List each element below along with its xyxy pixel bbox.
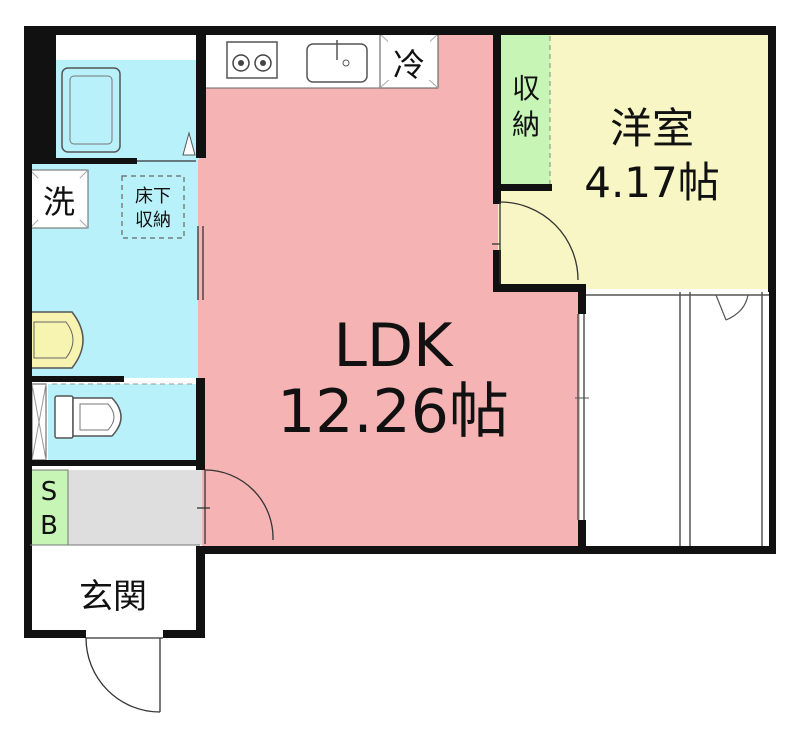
ldk-extension [198, 158, 208, 550]
toilet-tank [54, 395, 74, 439]
fridge-label: 冷 [393, 46, 425, 84]
underfloor-storage [121, 175, 185, 239]
ldk-area: 12.26帖 [277, 377, 509, 447]
shoebox-label-line1: S [41, 477, 58, 507]
storage-label-line1: 収 [512, 72, 540, 105]
western-room-name: 洋室 [610, 104, 694, 153]
doors [85, 160, 579, 713]
underfloor-label-line2: 収納 [135, 210, 171, 231]
western-room-area: 4.17帖 [584, 158, 720, 207]
bath-door-mark [182, 131, 196, 156]
storage-room [500, 34, 550, 186]
balcony-hatch-door [715, 294, 749, 321]
ldk-name: LDK [334, 311, 455, 381]
shoebox-label-line2: B [40, 511, 58, 541]
walls [24, 26, 776, 638]
entrance-label: 玄関 [79, 577, 147, 617]
laundry-label: 洗 [43, 183, 75, 221]
storage-label-line2: 納 [512, 108, 540, 141]
underfloor-label-line1: 床下 [135, 186, 171, 207]
balcony [585, 292, 770, 550]
entrance-room [30, 545, 202, 635]
